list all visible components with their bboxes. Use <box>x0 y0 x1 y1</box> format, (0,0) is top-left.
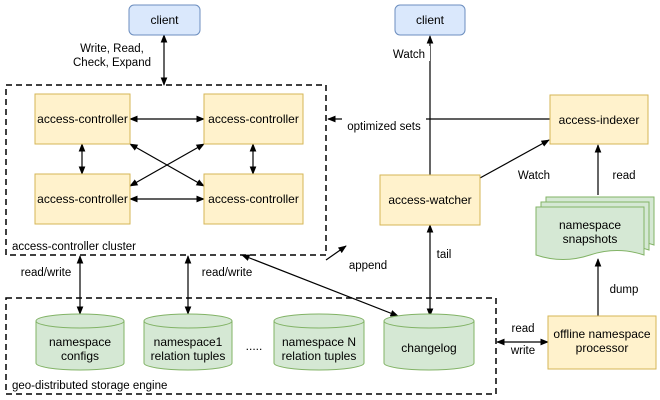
svg-text:relation tuples: relation tuples <box>151 349 226 363</box>
svg-text:namespace N: namespace N <box>282 335 356 349</box>
svg-text:configs: configs <box>61 349 99 363</box>
edge-label-tail: tail <box>437 249 452 261</box>
svg-text:access-controller: access-controller <box>208 112 299 126</box>
edge-append <box>325 245 347 261</box>
edge-watcher-indexer <box>479 139 550 179</box>
edge-label-rw-mid: read/write <box>202 267 253 279</box>
namespace-snapshots-node: namespace snapshots <box>535 196 655 260</box>
access-indexer-node: access-indexer <box>549 94 649 145</box>
svg-text:offline namespace: offline namespace <box>553 327 651 341</box>
edge-label-read-snapshots: read <box>612 170 635 182</box>
svg-text:client: client <box>150 13 179 27</box>
access-controller-node-3: access-controller <box>34 173 131 225</box>
access-watcher-node: access-watcher <box>379 174 481 226</box>
svg-text:namespace: namespace <box>49 335 111 349</box>
svg-text:relation tuples: relation tuples <box>282 349 357 363</box>
client-right-node: client <box>394 4 466 36</box>
svg-text:access-controller: access-controller <box>37 192 128 206</box>
access-controller-node-2: access-controller <box>203 93 304 145</box>
svg-text:access-controller: access-controller <box>208 192 299 206</box>
edge-ac2-ac3 <box>129 143 205 187</box>
svg-text:access-controller: access-controller <box>37 112 128 126</box>
svg-text:namespace: namespace <box>559 218 621 232</box>
edge-label-client-ops-1: Write, Read, <box>80 43 144 55</box>
cluster-group-label: access-controller cluster <box>12 241 136 253</box>
db-namespace-configs: namespace configs <box>35 313 125 371</box>
edge-label-optimized-sets: optimized sets <box>347 121 421 133</box>
svg-text:snapshots: snapshots <box>563 232 618 246</box>
svg-text:access-indexer: access-indexer <box>559 113 640 127</box>
storage-group-label: geo-distributed storage engine <box>12 380 167 392</box>
client-left-node: client <box>128 4 201 36</box>
svg-text:access-watcher: access-watcher <box>388 193 471 207</box>
edge-label-dump: dump <box>610 284 639 296</box>
db-namespace1-relation-tuples: namespace1 relation tuples <box>143 313 233 371</box>
edge-label-write-offline: write <box>510 345 535 357</box>
svg-text:namespace1: namespace1 <box>154 335 223 349</box>
edge-label-rw-left: read/write <box>21 267 72 279</box>
svg-text:processor: processor <box>576 341 629 355</box>
db-namespace-n-relation-tuples: namespace N relation tuples <box>273 313 365 371</box>
edge-label-watch-indexer: Watch <box>518 170 550 182</box>
edge-label-append: append <box>349 260 387 272</box>
edge-label-watch-client: Watch <box>393 49 425 61</box>
edge-cluster-changelog <box>241 254 399 317</box>
access-controller-node-1: access-controller <box>34 93 131 145</box>
svg-text:changelog: changelog <box>401 341 456 355</box>
edges <box>76 34 602 346</box>
edge-label-read-offline: read <box>511 323 534 335</box>
access-controller-node-4: access-controller <box>203 173 304 225</box>
edge-label-client-ops-2: Check, Expand <box>73 57 151 69</box>
db-changelog: changelog <box>383 313 475 371</box>
ellipsis-text: ..... <box>246 339 263 353</box>
offline-namespace-processor-node: offline namespace processor <box>547 315 657 370</box>
svg-text:client: client <box>416 13 445 27</box>
